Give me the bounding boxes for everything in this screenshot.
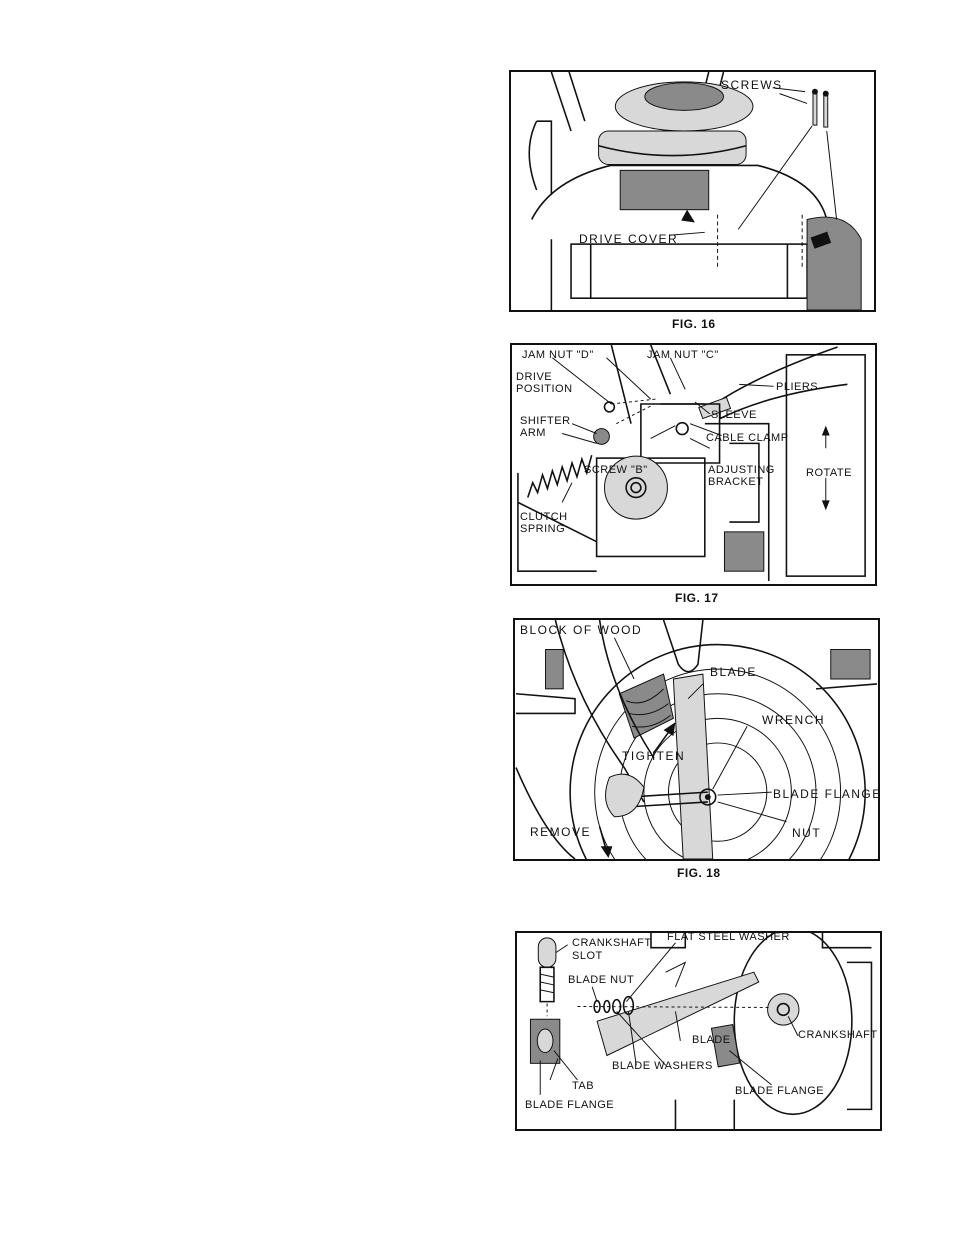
adjusting-bracket-label-2: BRACKET	[708, 476, 764, 488]
blade-flange-left-label: BLADE FLANGE	[525, 1099, 615, 1111]
tab-label: TAB	[572, 1080, 595, 1092]
adjusting-bracket-label-1: ADJUSTING	[708, 464, 775, 476]
figure-17-illustration: JAM NUT "D" JAM NUT "C" DRIVE POSITION S…	[510, 343, 877, 586]
blade-label: BLADE	[710, 665, 757, 679]
crankshaft-slot-label-2: SLOT	[572, 950, 603, 962]
jam-nut-d-label: JAM NUT "D"	[522, 349, 594, 361]
block-of-wood-label: BLOCK OF WOOD	[520, 623, 643, 637]
jam-nut-c-label: JAM NUT "C"	[647, 349, 719, 361]
flat-steel-washer-label: FLAT STEEL WASHER	[667, 931, 790, 943]
figure-16-illustration: SCREWS DRIVE COVER	[509, 70, 876, 312]
drive-position-label-1: DRIVE	[516, 371, 553, 383]
blade-removal-drawing	[515, 620, 878, 859]
figure-17-caption: FIG. 17	[675, 591, 719, 605]
rotate-label: ROTATE	[806, 467, 852, 479]
screw-b-label: SCREW "B"	[584, 464, 648, 476]
blade-assembly-exploded-drawing	[529, 933, 873, 1129]
screws-label: SCREWS	[721, 78, 783, 92]
figure-16-caption: FIG. 16	[672, 317, 716, 331]
figure-18-caption: FIG. 18	[677, 866, 721, 880]
wrench-label: WRENCH	[762, 713, 825, 727]
pliers-label: PLIERS	[776, 381, 819, 393]
clutch-spring-label-1: CLUTCH	[520, 511, 568, 523]
blade-washers-label: BLADE WASHERS	[612, 1060, 713, 1072]
clutch-spring-label-2: SPRING	[520, 523, 566, 535]
drive-cover-label: DRIVE COVER	[579, 232, 679, 246]
crankshaft-label: CRANKSHAFT	[798, 1029, 878, 1041]
mower-top-drive-cover-drawing	[528, 72, 862, 310]
sleeve-label: SLEEVE	[711, 409, 757, 421]
blade-flange-right-label: BLADE FLANGE	[735, 1085, 825, 1097]
shifter-arm-label-1: SHIFTER	[520, 415, 571, 427]
drive-position-label-2: POSITION	[516, 383, 573, 395]
figure-19-illustration: CRANKSHAFT SLOT FLAT STEEL WASHER BLADE …	[515, 931, 882, 1131]
blade-flange-label: BLADE FLANGE	[773, 787, 880, 801]
tighten-label: TIGHTEN	[622, 749, 686, 763]
blade-label-fig19: BLADE	[692, 1034, 731, 1046]
figure-18-illustration: BLOCK OF WOOD BLADE WRENCH TIGHTEN BLADE…	[513, 618, 880, 861]
cable-adjustment-drawing	[517, 345, 866, 582]
nut-label: NUT	[792, 826, 822, 840]
blade-nut-label: BLADE NUT	[568, 974, 635, 986]
cable-clamp-label: CABLE CLAMP	[706, 432, 789, 444]
crankshaft-slot-label-1: CRANKSHAFT	[572, 937, 652, 949]
shifter-arm-label-2: ARM	[520, 427, 546, 439]
remove-label: REMOVE	[530, 825, 592, 839]
